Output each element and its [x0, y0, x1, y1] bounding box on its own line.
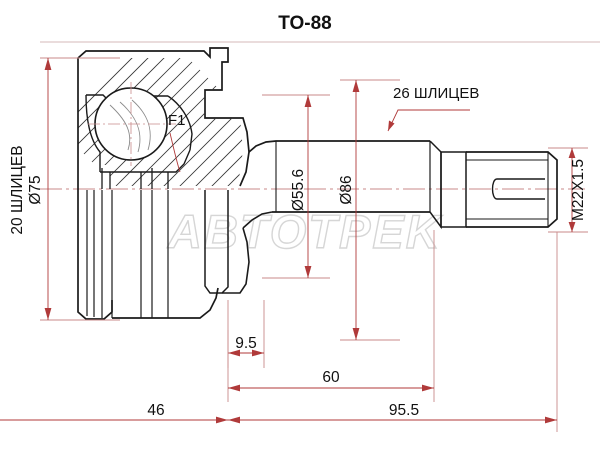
housing-upper-section: [77, 47, 250, 189]
label-thread-spec: M22X1.5: [570, 159, 587, 221]
housing-lower-taper: [222, 227, 250, 294]
dimension-60: 60: [227, 230, 435, 402]
arrow-95-left: [228, 349, 240, 357]
label-left-diameter: Ø75: [27, 175, 44, 204]
label-inner-diameter: Ø55.6: [290, 169, 307, 211]
label-outer-diameter: Ø86: [338, 175, 355, 204]
arrow-60-right: [422, 384, 434, 392]
dimension-diameter-55-6: Ø55.6: [262, 94, 330, 279]
leader-arrow-26-splines: [388, 120, 395, 131]
arrow-955-right: [545, 416, 557, 424]
label-f1: F1: [168, 112, 186, 129]
label-dim-46: 46: [147, 402, 164, 419]
callout-f1: F1: [168, 112, 186, 173]
housing-to-shaft-fillet-lower: [242, 211, 273, 229]
arrow-d556-top: [304, 95, 312, 107]
watermark-group: ABTOTPEK: [166, 204, 443, 258]
arrow-46-right: [216, 416, 228, 424]
housing-bottom-edge: [112, 287, 219, 319]
callout-right-splines: 26 ШЛИЦЕВ: [387, 85, 479, 132]
arrow-955-left: [228, 416, 240, 424]
cage-right-wall: [167, 95, 193, 151]
dimension-9-5: 9.5: [227, 300, 265, 368]
arrow-60-left: [228, 384, 240, 392]
label-left-spline-count: 20 ШЛИЦЕВ: [9, 145, 26, 234]
drawing-title: TO-88: [278, 13, 332, 34]
label-dim-95-5: 95.5: [389, 402, 419, 419]
watermark-text: ABTOTPEK: [167, 205, 443, 258]
housing-lower-verticals: [86, 190, 169, 318]
dimension-diameter-75: 20 ШЛИЦЕВ Ø75: [9, 57, 120, 321]
arrow-thread-bottom: [568, 222, 576, 232]
cage-lower-boundary: [100, 149, 191, 173]
title-group: TO-88: [278, 13, 332, 34]
housing-lower-section: [77, 58, 273, 320]
housing-upper-outline: [77, 47, 250, 187]
cage-left-wall: [85, 94, 101, 172]
dimension-diameter-86: Ø86: [338, 79, 400, 341]
arrow-d75-top: [44, 58, 52, 70]
leader-line-26-splines: [387, 109, 470, 132]
boot-retainer-lower: [204, 190, 229, 294]
leader-line-f1: [169, 132, 181, 173]
inner-spline-lines: [101, 168, 169, 189]
label-dim-9-5: 9.5: [235, 335, 257, 352]
shaft-group: [248, 140, 558, 230]
threaded-end-outline: [466, 151, 558, 228]
arrow-d75-bottom: [44, 308, 52, 320]
arrow-d556-bottom: [304, 266, 312, 278]
dimension-thread-spec: M22X1.5: [548, 147, 588, 233]
label-dim-60: 60: [322, 369, 340, 386]
shaft-upper-edge: [248, 140, 430, 153]
shaft-slot: [491, 178, 545, 200]
dimension-46: 46: [0, 402, 228, 424]
arrow-d86-top: [352, 80, 360, 92]
label-right-spline-count: 26 ШЛИЦЕВ: [393, 85, 479, 102]
arrow-95-right: [252, 349, 264, 357]
ball-bearing-detail: [109, 99, 151, 153]
arrow-d86-bottom: [352, 328, 360, 340]
dimension-95-5: 95.5: [228, 232, 558, 432]
arrow-thread-top: [568, 148, 576, 158]
